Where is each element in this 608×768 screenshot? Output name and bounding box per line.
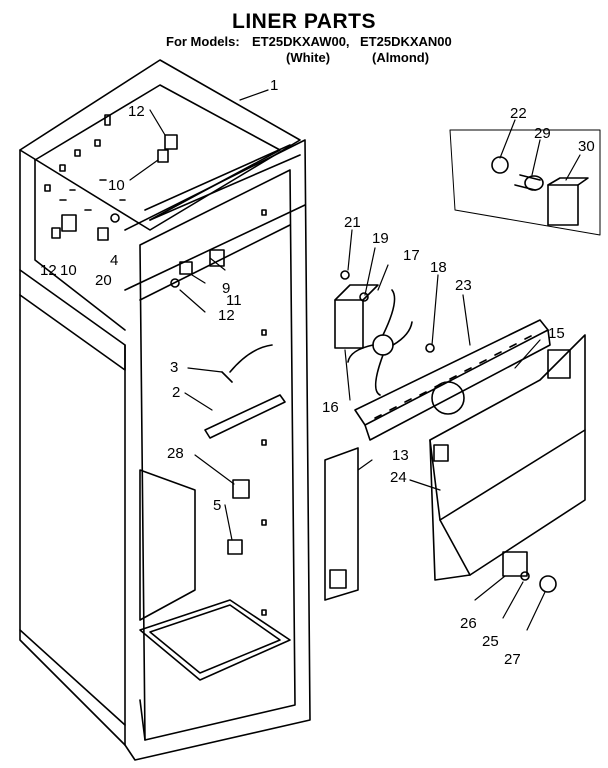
duct-panel [324, 447, 359, 601]
callout-29: 29 [534, 125, 551, 142]
callout-23: 23 [455, 277, 472, 294]
callout-12-left: 12 [40, 262, 57, 279]
callout-22: 22 [510, 105, 527, 122]
evaporator-fan-assembly [334, 270, 435, 396]
model-number-white: ET25DKXAW00, [252, 34, 350, 49]
callout-28: 28 [167, 445, 184, 462]
callout-20: 20 [95, 272, 112, 289]
callout-30: 30 [578, 138, 595, 155]
callout-11: 11 [226, 292, 242, 309]
callout-4: 4 [110, 252, 118, 269]
liner-hardware [51, 134, 286, 555]
callout-12-upper: 12 [128, 103, 145, 120]
evaporator-cover [429, 334, 586, 581]
callout-16: 16 [322, 399, 339, 416]
model-number-almond: ET25DKXAN00 [360, 34, 452, 49]
light-assembly [449, 129, 601, 593]
callout-5: 5 [213, 497, 221, 514]
liner-cabinet [19, 59, 311, 761]
callout-24: 24 [390, 469, 407, 486]
callout-15: 15 [548, 325, 565, 342]
color-almond: (Almond) [372, 50, 430, 65]
callout-18: 18 [430, 259, 447, 276]
callout-2: 2 [172, 384, 180, 401]
air-duct [354, 319, 551, 441]
callout-1: 1 [270, 77, 278, 94]
callout-21: 21 [344, 214, 361, 231]
callout-25: 25 [482, 633, 499, 650]
callout-13: 13 [392, 447, 409, 464]
color-white: (White) [286, 50, 331, 65]
callout-19: 19 [372, 230, 389, 247]
models-prefix: For Models: [166, 34, 240, 49]
callout-10-upper: 10 [108, 177, 125, 194]
callout-12-mid: 12 [218, 307, 235, 324]
callout-26: 26 [460, 615, 477, 632]
callout-3: 3 [170, 359, 178, 376]
callout-17: 17 [403, 247, 420, 264]
leader-lines [129, 89, 581, 631]
callout-9: 9 [222, 280, 230, 297]
callout-27: 27 [504, 651, 521, 668]
callout-10-left: 10 [60, 262, 77, 279]
page-title: LINER PARTS [232, 10, 376, 33]
